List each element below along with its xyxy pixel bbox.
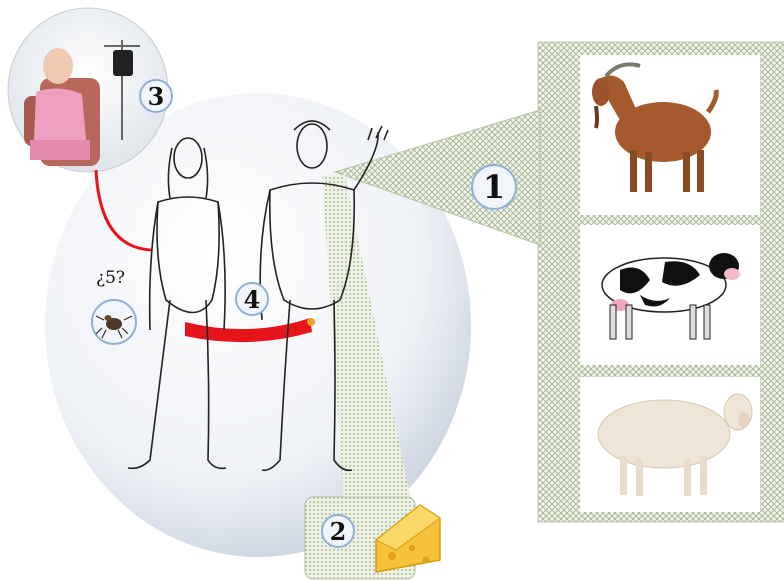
marker-4: 4 — [235, 282, 269, 316]
marker-2: 2 — [321, 514, 355, 548]
marker-5-label: ¿5? — [96, 268, 125, 288]
marker-3: 3 — [139, 79, 173, 113]
marker-1: 1 — [471, 164, 517, 210]
